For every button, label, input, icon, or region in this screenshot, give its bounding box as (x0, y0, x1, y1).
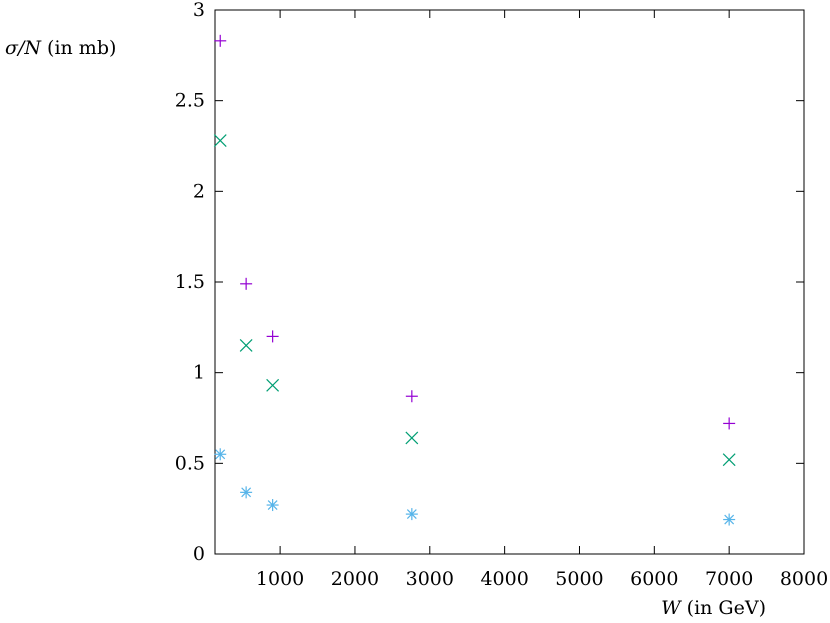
plot-frame (214, 9, 805, 555)
series-3 (214, 448, 736, 526)
y-tick-label: 1 (193, 362, 205, 384)
data-point-plus (240, 277, 253, 290)
y-tick-label: 1.5 (175, 271, 205, 293)
y-axis-label-unit: (in mb) (41, 37, 116, 59)
series-1 (214, 34, 736, 430)
data-point-cross (722, 453, 736, 467)
y-axis-label-symbol: σ/N (5, 37, 42, 59)
x-tick-label: 5000 (555, 568, 603, 590)
y-tick-label: 2.5 (175, 90, 205, 112)
data-point-plus (214, 34, 227, 47)
x-tick-label: 8000 (780, 568, 828, 590)
data-point-asterisk (405, 508, 418, 521)
data-point-asterisk (214, 448, 227, 461)
data-point-cross (213, 134, 227, 147)
data-point-plus (723, 417, 736, 430)
x-axis-label-unit: (in GeV) (681, 597, 766, 619)
x-tick-label: 2000 (331, 568, 379, 590)
data-point-asterisk (723, 513, 736, 526)
y-tick-label: 3 (193, 0, 205, 21)
data-point-cross (405, 431, 419, 445)
x-tick-label: 3000 (406, 568, 454, 590)
y-tick-label: 0 (193, 543, 205, 565)
x-axis-label-symbol: W (661, 597, 682, 619)
x-axis-label: W (in GeV) (661, 597, 766, 619)
y-tick-label: 2 (193, 180, 205, 202)
x-axis-ticks: 1000 2000 3000 4000 5000 6000 7000 8000 (256, 10, 828, 590)
data-point-plus (266, 330, 279, 343)
x-tick-label: 6000 (630, 568, 678, 590)
data-points (213, 34, 736, 526)
x-tick-label: 4000 (480, 568, 528, 590)
data-point-asterisk (240, 486, 253, 499)
y-axis-label: σ/N (in mb) (5, 37, 116, 59)
y-tick-label: 0.5 (175, 452, 205, 474)
data-point-cross (266, 378, 280, 392)
data-point-plus (405, 390, 418, 403)
x-tick-label: 1000 (256, 568, 304, 590)
data-point-asterisk (266, 499, 279, 512)
y-axis-ticks: 0 0.5 1 1.5 2 2.5 3 (175, 0, 804, 565)
data-point-cross (239, 339, 253, 352)
x-tick-label: 7000 (705, 568, 753, 590)
series-2 (213, 134, 736, 467)
